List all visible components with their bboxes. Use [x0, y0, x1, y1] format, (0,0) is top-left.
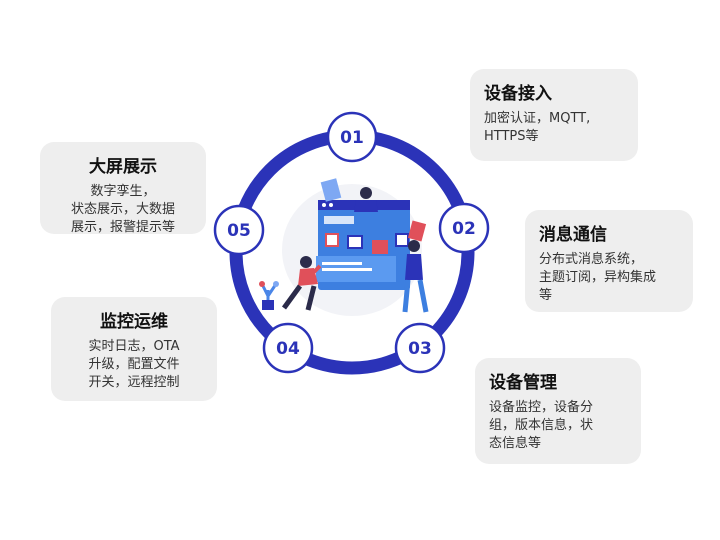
card-description: 数字孪生， 状态展示，大数据 展示，报警提示等: [70, 184, 175, 235]
card-big-screen: 大屏展示 数字孪生， 状态展示，大数据 展示，报警提示等: [40, 142, 206, 235]
person-top-head: [360, 187, 372, 199]
floating-document-icon: [320, 178, 342, 202]
node-03: 03: [394, 322, 446, 374]
node-number: 04: [276, 339, 300, 359]
node-number: 05: [227, 221, 251, 241]
node-number: 03: [408, 339, 432, 359]
person-right-body: [405, 254, 423, 280]
card-description: 设备监控，设备分 组，版本信息，状 态信息等: [489, 400, 594, 451]
node-04: 04: [262, 322, 314, 374]
center-illustration: [259, 178, 429, 316]
node-05: 05: [213, 204, 265, 256]
card-title: 大屏展示: [89, 157, 157, 177]
card-title: 消息通信: [539, 225, 607, 245]
card-title: 监控运维: [100, 312, 168, 332]
card-messaging: 消息通信 分布式消息系统， 主题订阅，异构集成 等: [525, 210, 693, 312]
node-02: 02: [438, 202, 490, 254]
card-device-management: 设备管理 设备监控，设备分 组，版本信息，状 态信息等: [475, 358, 641, 464]
person-right-head: [408, 240, 420, 252]
card-description: 加密认证，MQTT, HTTPS等: [484, 111, 591, 144]
card-title: 设备管理: [489, 373, 557, 393]
node-number: 01: [340, 128, 364, 148]
floating-card-icon: [407, 220, 427, 242]
card-title: 设备接入: [484, 84, 552, 104]
card-monitoring-ops: 监控运维 实时日志，OTA 升级，配置文件 开关，远程控制: [51, 297, 217, 401]
person-left-head: [300, 256, 312, 268]
card-device-access: 设备接入 加密认证，MQTT, HTTPS等: [470, 69, 638, 161]
node-number: 02: [452, 219, 476, 239]
person-left-body: [298, 268, 318, 286]
node-01: 01: [326, 111, 378, 163]
person-top-body: [354, 200, 378, 212]
card-description: 实时日志，OTA 升级，配置文件 开关，远程控制: [88, 339, 180, 390]
card-description: 分布式消息系统， 主题订阅，异构集成 等: [539, 252, 657, 303]
